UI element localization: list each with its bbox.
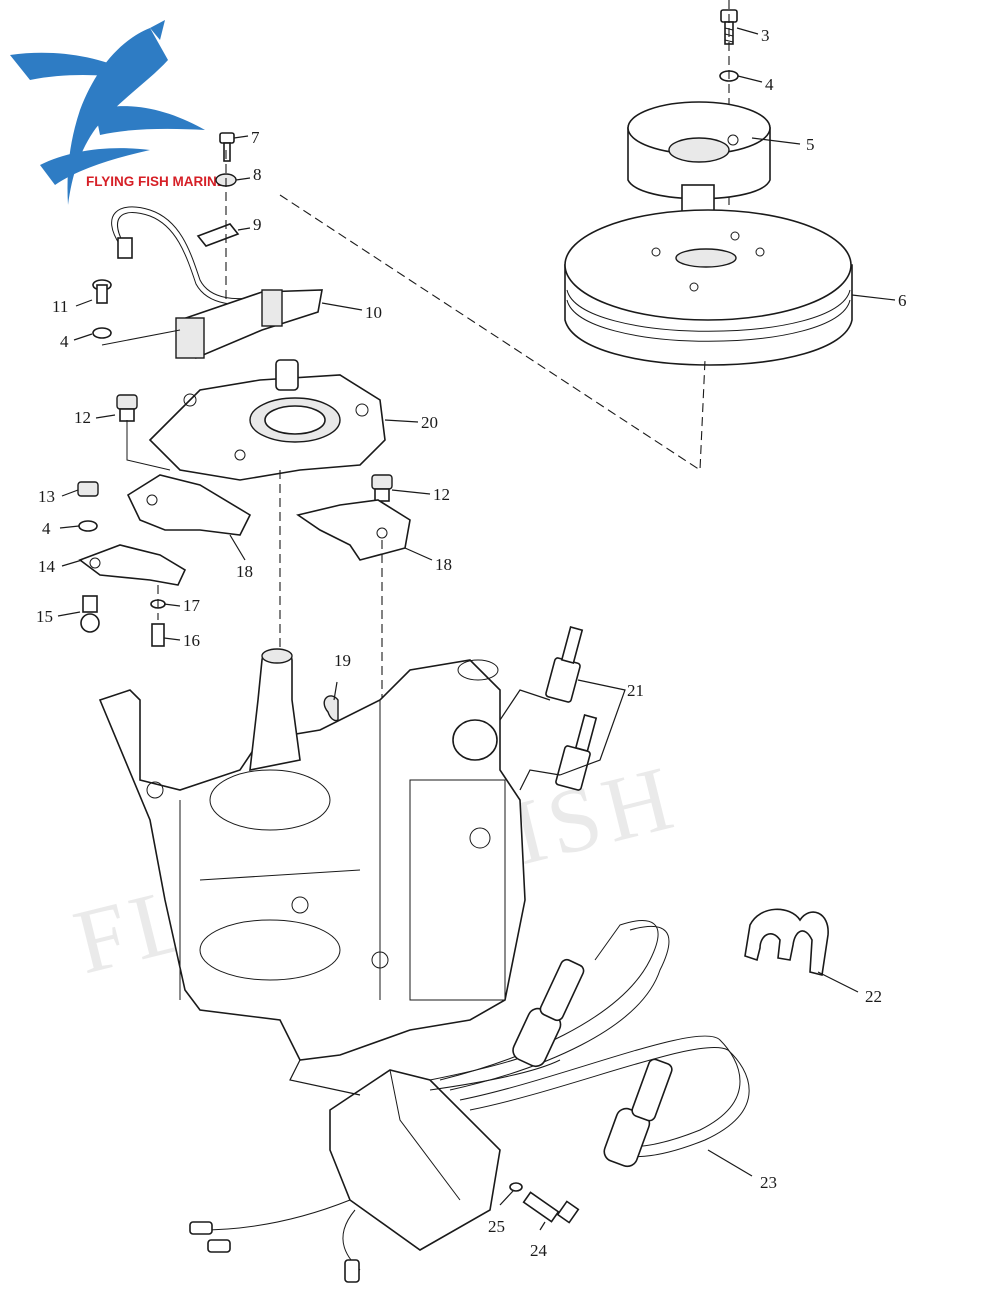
link-plate-part-14 [78, 544, 187, 586]
washer-part-4-bottom [78, 520, 98, 532]
callout-7: 7 [251, 128, 260, 147]
callout-4-bottom: 4 [42, 519, 51, 538]
callout-12-right: 12 [433, 485, 450, 504]
callout-17: 17 [183, 596, 201, 615]
screw-part-16 [151, 623, 165, 647]
callout-9: 9 [253, 215, 262, 234]
callout-6: 6 [898, 291, 907, 310]
callout-18-right: 18 [435, 555, 452, 574]
callout-19: 19 [334, 651, 351, 670]
callout-21: 21 [627, 681, 644, 700]
callout-10: 10 [365, 303, 382, 322]
base-plate-part-20 [148, 359, 386, 481]
pulser-coil-part-10 [111, 206, 323, 360]
flying-fish-logo-icon [10, 20, 205, 205]
callout-12-left: 12 [74, 408, 91, 427]
flywheel-part-6 [564, 209, 853, 366]
callout-3: 3 [761, 26, 770, 45]
spark-plug-part-21-upper [545, 626, 584, 703]
callout-24: 24 [530, 1241, 548, 1260]
callout-15: 15 [36, 607, 53, 626]
callout-22: 22 [865, 987, 882, 1006]
assembly-path-line [279, 194, 706, 471]
pulley-hub-part-5 [627, 101, 771, 214]
spark-plug-part-21-lower [555, 714, 598, 791]
washer-part-4-left [92, 327, 112, 339]
callout-11: 11 [52, 297, 68, 316]
callout-16: 16 [183, 631, 200, 650]
nut-part-13 [77, 481, 99, 497]
callout-4-left: 4 [60, 332, 69, 351]
engine-block [98, 648, 526, 1061]
bracket-part-18-left [126, 474, 252, 536]
callout-18-left: 18 [236, 562, 253, 581]
callout-25: 25 [488, 1217, 505, 1236]
callout-8: 8 [253, 165, 262, 184]
nut-part-12-left [116, 394, 138, 422]
bracket-part-18-right [296, 499, 411, 561]
ball-joint-part-15 [80, 595, 100, 633]
washer-part-25 [509, 1182, 523, 1192]
bolt-part-24 [522, 1191, 580, 1224]
leader-lines [57, 27, 896, 1231]
callout-23: 23 [760, 1173, 777, 1192]
callout-20: 20 [421, 413, 438, 432]
key-part-19 [323, 695, 339, 722]
callout-14: 14 [38, 557, 56, 576]
callout-4: 4 [765, 75, 774, 94]
brand-name: FLYING FISH MARINE [86, 174, 226, 189]
bolt-part-7 [219, 132, 235, 162]
callout-13: 13 [38, 487, 55, 506]
screw-part-11 [92, 279, 112, 304]
clamp-part-9 [196, 223, 240, 247]
cable-clip-part-22 [744, 908, 829, 976]
callout-5: 5 [806, 135, 815, 154]
nut-part-12-right [371, 474, 393, 502]
ignition-coil-part-23 [189, 920, 750, 1283]
